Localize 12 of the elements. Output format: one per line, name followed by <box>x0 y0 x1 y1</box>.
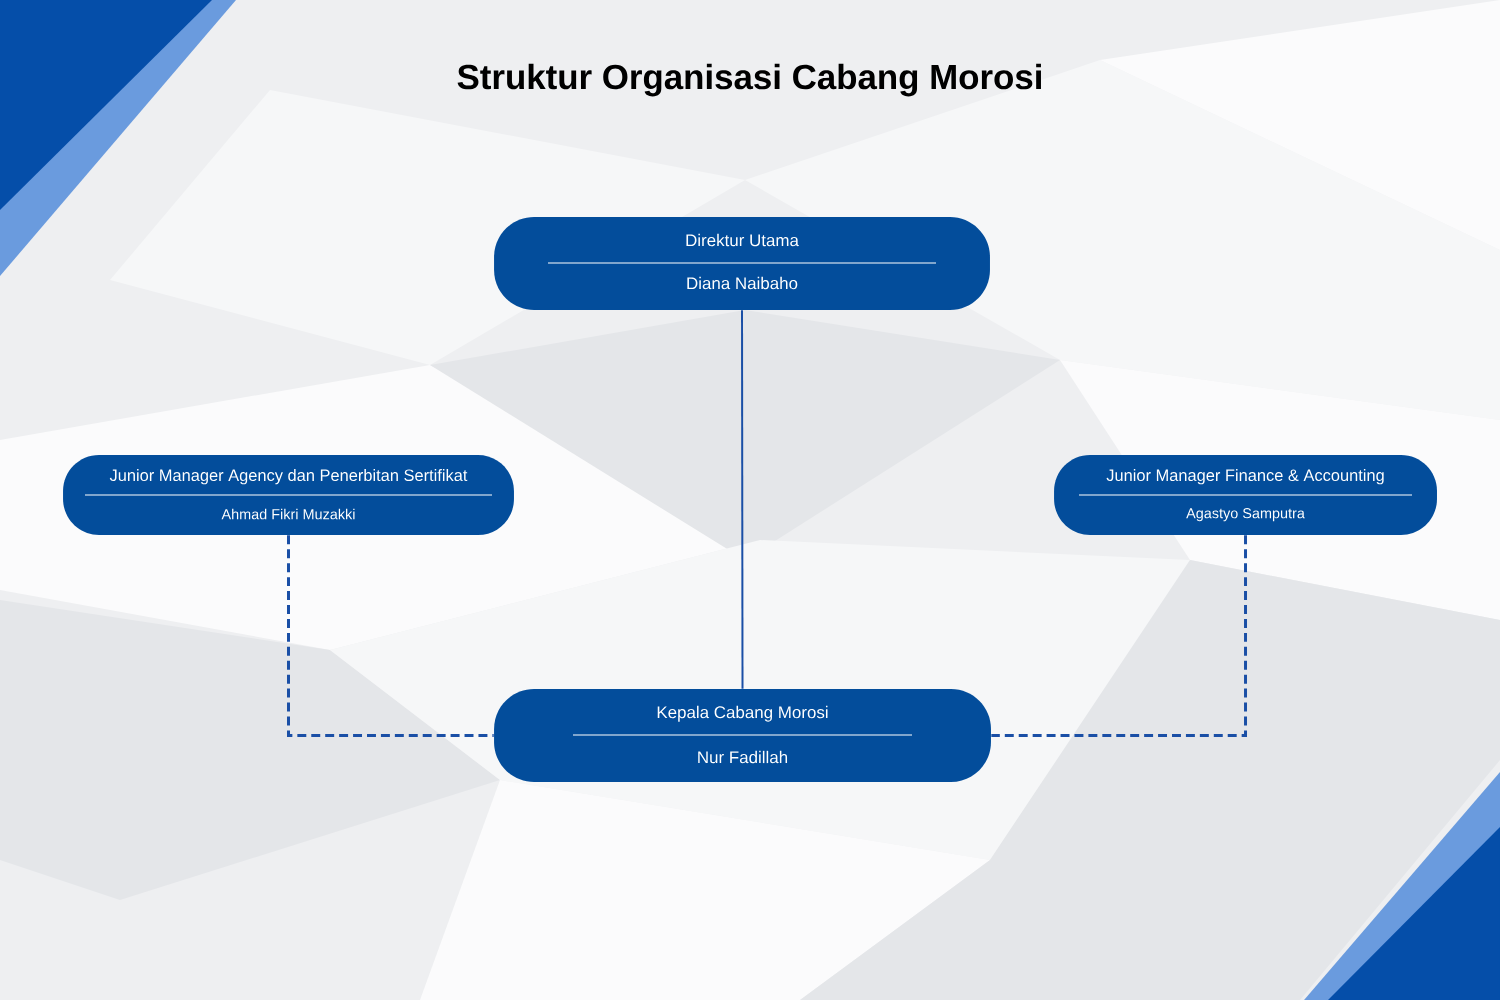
connector-line <box>991 535 1247 737</box>
role-title: Direktur Utama <box>686 233 799 247</box>
role-title: Junior Manager Agency dan Penerbitan Sertifikat <box>109 469 468 485</box>
person-name: Ahmad Fikri Muzakki <box>221 508 355 520</box>
person-name: Nur Fadillah <box>698 750 788 764</box>
org-box <box>63 455 514 535</box>
person-name: Diana Naibaho <box>687 276 798 290</box>
org-box <box>1054 455 1437 535</box>
person-name: Agastyo Samputra <box>1186 508 1305 522</box>
role-title: Junior Manager Finance & Accounting <box>1106 469 1384 485</box>
title: Struktur Organisasi Cabang Morosi <box>457 63 1041 97</box>
role-title: Kepala Cabang Morosi <box>657 705 828 722</box>
